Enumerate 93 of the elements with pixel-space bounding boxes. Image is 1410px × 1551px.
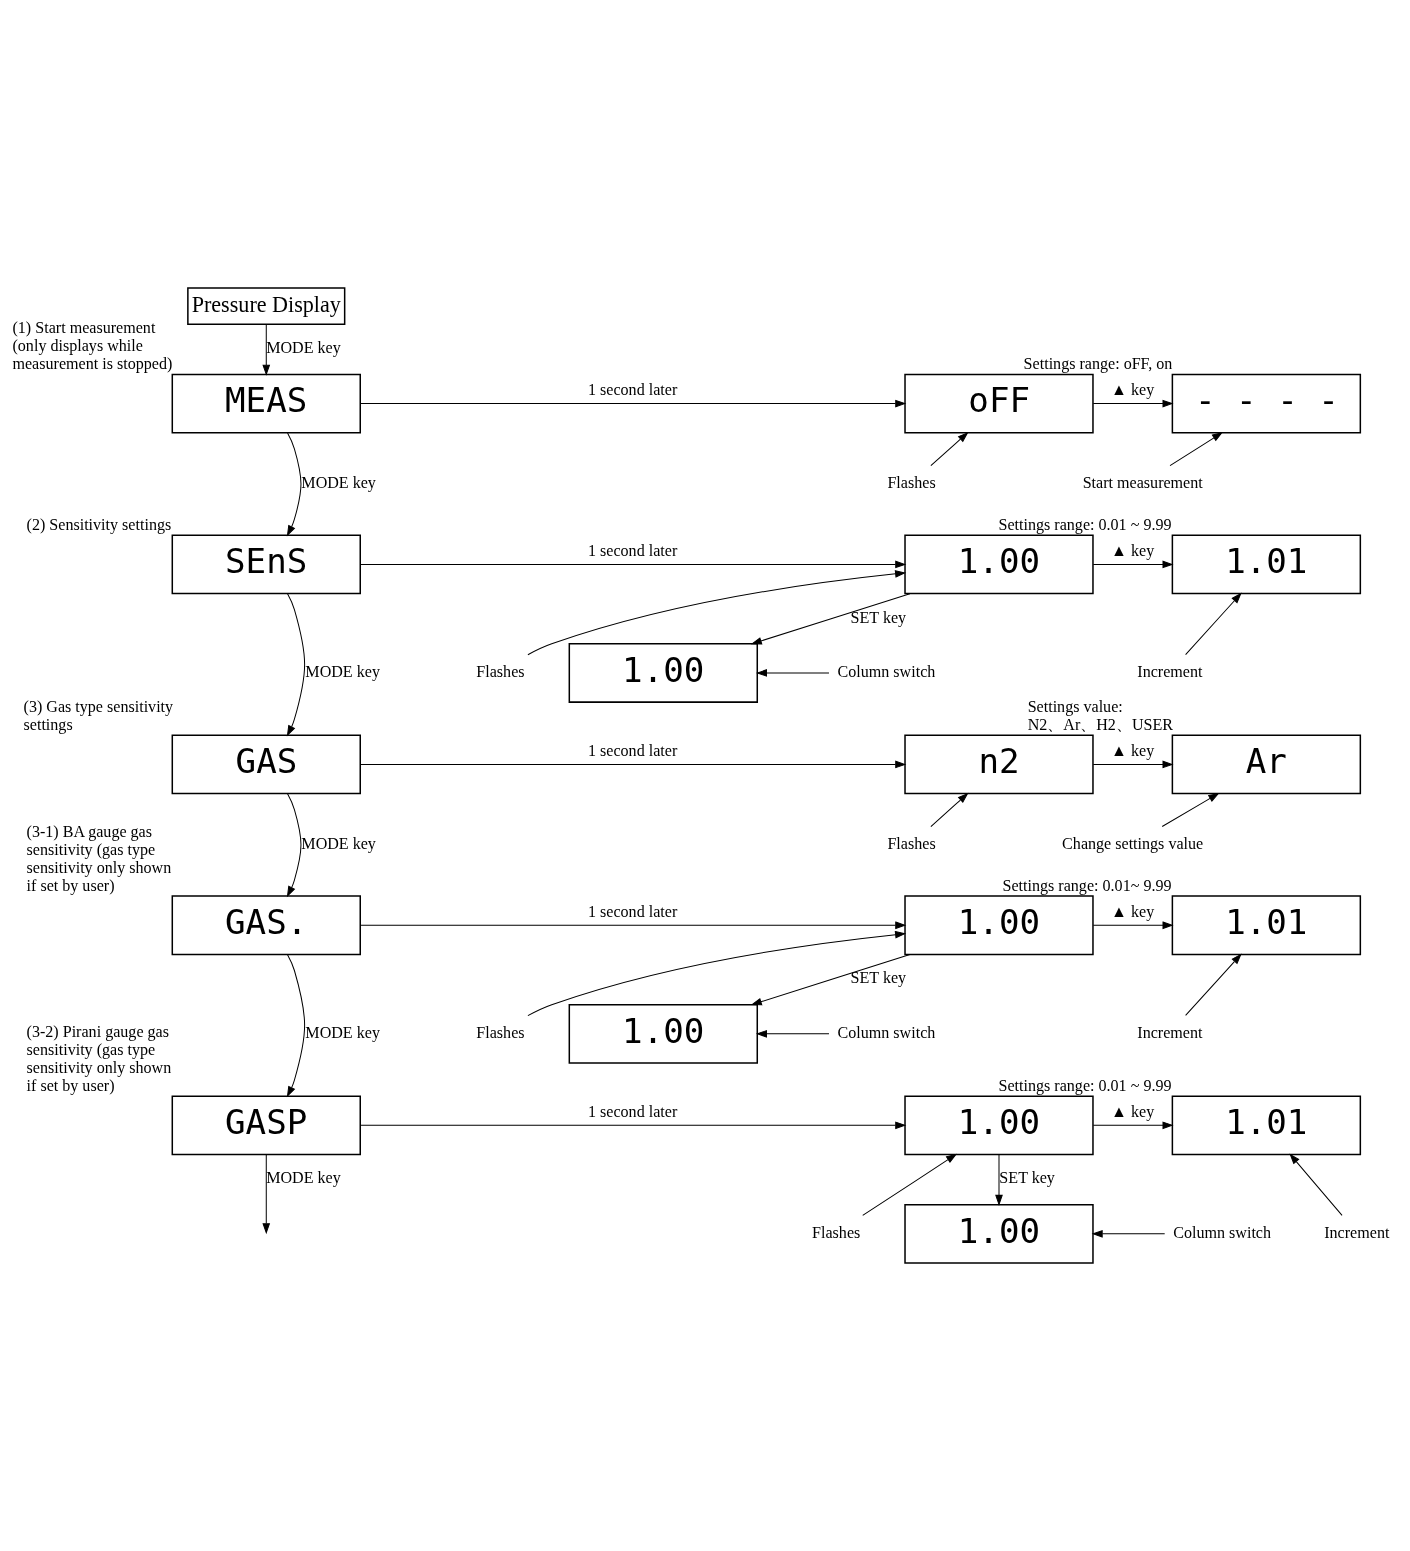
node-box: Ar	[1171, 734, 1362, 795]
node-box: 1.01	[1171, 1095, 1362, 1156]
edge-label: ▲ key	[1111, 1103, 1155, 1121]
node-box: 1.00	[904, 534, 1094, 595]
node-box: Pressure Display	[187, 287, 346, 325]
arrow	[286, 432, 302, 537]
edge-label: MODE key	[301, 834, 376, 852]
node-text: Change settings value	[1062, 834, 1204, 852]
node-box: MEAS	[171, 373, 361, 434]
arrow	[1289, 1153, 1343, 1216]
arrow	[750, 954, 911, 1006]
node-text: Start measurement	[1082, 473, 1203, 491]
arrow	[286, 954, 306, 1098]
node-label: (3-1) BA gauge gas sensitivity (gas type sensitivity only shown if set by user)	[26, 822, 172, 894]
node-label: Settings range: 0.01 ~ 9.99	[998, 516, 1172, 534]
node-box: GAS.	[171, 895, 361, 956]
node-label: Settings range: 0.01 ~ 9.99	[998, 1076, 1172, 1094]
arrow	[1169, 432, 1223, 467]
arrow	[1092, 760, 1174, 769]
node-text: Flashes	[887, 834, 936, 852]
arrow	[995, 1154, 1003, 1206]
node-label: (1) Start measurement (only displays while measurement is stopped)	[12, 319, 173, 373]
arrow	[527, 570, 907, 656]
arrow	[862, 1153, 958, 1216]
node-box: oFF	[904, 373, 1094, 434]
arrow	[360, 760, 907, 769]
node-text: Flashes	[887, 473, 936, 491]
edge-label: MODE key	[301, 473, 376, 491]
arrow	[360, 1121, 907, 1130]
arrow	[1091, 1229, 1166, 1238]
arrow	[360, 560, 907, 569]
arrow	[1161, 792, 1220, 828]
edge-label: ▲ key	[1111, 742, 1155, 760]
edge-label: MODE key	[266, 1169, 341, 1187]
edge-label: 1 second later	[587, 742, 678, 760]
node-box: 1.00	[904, 895, 1094, 956]
node-box: 1.01	[1171, 895, 1362, 956]
edge-label: MODE key	[266, 339, 341, 357]
node-box: n2	[904, 734, 1094, 795]
arrow	[1092, 921, 1174, 930]
node-box: 1.00	[904, 1095, 1094, 1156]
node-label: (2) Sensitivity settings	[26, 516, 172, 534]
node-text: Flashes	[476, 662, 525, 680]
node-box: GAS	[171, 734, 361, 795]
arrow	[360, 921, 907, 930]
node-box: 1.00	[904, 1203, 1094, 1264]
node-text: Column switch	[1173, 1223, 1272, 1241]
node-text: Column switch	[837, 1023, 936, 1041]
arrow	[930, 431, 969, 467]
edge-label: 1 second later	[587, 542, 678, 560]
arrow	[930, 792, 969, 828]
arrow	[262, 324, 271, 376]
arrow	[1092, 399, 1174, 408]
node-label: (3-2) Pirani gauge gas sensitivity (gas type sensitivity only shown if set by user)	[26, 1022, 172, 1094]
node-label: Settings range: 0.01~ 9.99	[1002, 876, 1172, 894]
edge-label: SET key	[850, 969, 907, 987]
arrow	[1185, 953, 1242, 1016]
node-box: 1.00	[568, 643, 759, 703]
edge-label: MODE key	[305, 662, 380, 680]
arrow	[755, 669, 830, 677]
edge-label: ▲ key	[1111, 542, 1155, 560]
node-text: Increment	[1137, 1023, 1203, 1041]
edge-label: 1 second later	[587, 1103, 678, 1121]
arrow	[755, 1029, 830, 1038]
edge-label: SET key	[999, 1169, 1055, 1187]
edge-label: ▲ key	[1111, 903, 1155, 921]
edge-label: ▲ key	[1111, 381, 1155, 399]
arrow	[1185, 592, 1242, 656]
node-text: Flashes	[812, 1223, 861, 1241]
node-label: Settings value: N2、Ar、H2、USER	[1027, 697, 1174, 734]
arrow	[360, 399, 907, 408]
arrow	[262, 1154, 271, 1235]
node-text: Flashes	[476, 1023, 525, 1041]
node-box: 1.01	[1171, 534, 1362, 595]
arrow	[527, 930, 907, 1017]
arrow	[750, 593, 911, 645]
edge-label: SET key	[850, 608, 907, 626]
arrow	[286, 593, 306, 737]
edge-label: 1 second later	[587, 903, 678, 921]
node-label: (3) Gas type sensitivity settings	[23, 697, 174, 734]
edge-label: 1 second later	[587, 381, 678, 399]
node-label: Settings range: oFF, on	[1023, 355, 1173, 373]
node-box: SEnS	[171, 534, 361, 595]
node-text: Column switch	[837, 662, 936, 680]
arrow	[1092, 1121, 1174, 1130]
node-box: 1.00	[568, 1003, 759, 1064]
edge-label: MODE key	[305, 1023, 380, 1041]
node-box: GASP	[171, 1095, 361, 1156]
node-text: Increment	[1137, 662, 1203, 680]
node-text: Increment	[1324, 1223, 1390, 1241]
arrow	[286, 793, 302, 898]
node-box: - - - -	[1171, 373, 1362, 434]
arrow	[1092, 560, 1174, 569]
